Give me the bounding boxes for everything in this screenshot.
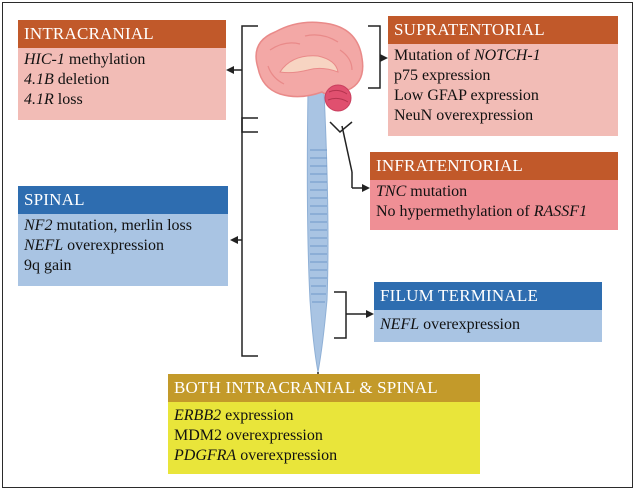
spinal-title: SPINAL (18, 186, 228, 214)
list-item: NEFL overexpression (380, 316, 520, 333)
both-panel: BOTH INTRACRANIAL & SPINAL ERBB2 express… (168, 374, 480, 474)
infratentorial-title: INFRATENTORIAL (370, 152, 618, 180)
arrow-infratentorial (362, 184, 370, 192)
list-item: Mutation of NOTCH-1 (394, 47, 541, 64)
arrow-filum (366, 310, 374, 318)
spinal-segments (310, 149, 327, 303)
both-body: ERBB2 expression MDM2 overexpression PDG… (168, 402, 480, 474)
both-title: BOTH INTRACRANIAL & SPINAL (168, 374, 480, 402)
arrow-spinal (230, 236, 238, 244)
list-item: NeuN overexpression (394, 107, 534, 124)
bracket-supratentorial (368, 25, 381, 89)
list-item: Low GFAP expression (394, 87, 539, 104)
arrow-supratentorial (380, 54, 388, 62)
list-item: HIC-1 methylation (24, 51, 146, 68)
spinal-panel: SPINAL NF2 mutation, merlin loss NEFL ov… (18, 186, 228, 286)
brain-inner (279, 55, 339, 74)
bracket-intracranial (241, 25, 258, 133)
list-item: p75 expression (394, 67, 491, 84)
list-item: ERBB2 expression (174, 407, 294, 424)
filum-title: FILUM TERMINALE (374, 282, 602, 310)
list-item: 4.1B deletion (24, 71, 110, 88)
bracket-spinal (241, 117, 258, 357)
filum-body: NEFL overexpression (374, 310, 602, 342)
list-item: NF2 mutation, merlin loss (24, 217, 192, 234)
supratentorial-title: SUPRATENTORIAL (388, 16, 618, 44)
spinal-cord (306, 91, 329, 373)
intracranial-body: HIC-1 methylation 4.1B deletion 4.1R los… (18, 48, 226, 120)
list-item: MDM2 overexpression (174, 427, 323, 444)
filum-panel: FILUM TERMINALE NEFL overexpression (374, 282, 602, 342)
brain-folds (267, 34, 353, 85)
infratentorial-body: TNC mutation No hypermethylation of RASS… (370, 180, 618, 230)
bracket-filum (334, 291, 347, 339)
list-item: PDGFRA overexpression (174, 447, 338, 464)
infratentorial-panel: INFRATENTORIAL TNC mutation No hypermeth… (370, 152, 618, 230)
list-item: 4.1R loss (24, 91, 83, 108)
list-item: NEFL overexpression (24, 237, 164, 254)
list-item: TNC mutation (376, 183, 468, 200)
bracket-infratentorial (329, 121, 353, 134)
arrow-intracranial (226, 66, 234, 74)
intracranial-title: INTRACRANIAL (18, 20, 226, 48)
figure-frame (2, 2, 633, 488)
supratentorial-body: Mutation of NOTCH-1 p75 expression Low G… (388, 44, 618, 136)
intracranial-panel: INTRACRANIAL HIC-1 methylation 4.1B dele… (18, 20, 226, 120)
supratentorial-panel: SUPRATENTORIAL Mutation of NOTCH-1 p75 e… (388, 16, 618, 136)
list-item: No hypermethylation of RASSF1 (376, 203, 588, 220)
list-item: 9q gain (24, 257, 72, 274)
spinal-body: NF2 mutation, merlin loss NEFL overexpre… (18, 214, 228, 286)
